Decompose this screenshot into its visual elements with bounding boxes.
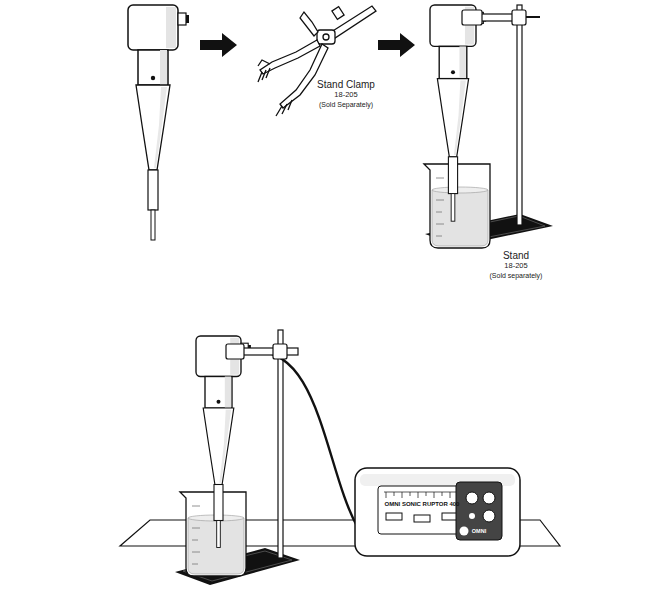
- step-arrow: [200, 33, 237, 57]
- catalog-number: 18-205: [334, 91, 357, 99]
- sonicator-probe: [128, 5, 189, 240]
- stand-assembly: [424, 5, 553, 248]
- stand-clamp: [258, 6, 376, 116]
- device-name: OMNI SONIC RUPTOR 400: [385, 501, 460, 508]
- part-name: Stand: [503, 250, 529, 261]
- sold-note: (Sold separately): [490, 272, 543, 280]
- sold-note: (Sold Separately): [319, 101, 373, 109]
- step-arrow: [378, 33, 415, 57]
- full-setup: [120, 330, 560, 585]
- part-name: Stand Clamp: [317, 79, 375, 90]
- catalog-number: 18-205: [504, 262, 527, 270]
- logo-text: OMNI: [472, 528, 486, 534]
